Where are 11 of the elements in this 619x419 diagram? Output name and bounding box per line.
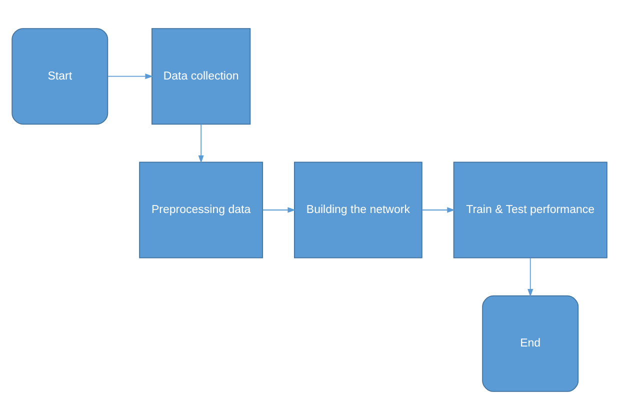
arrow xyxy=(198,123,204,163)
arrow xyxy=(528,256,534,296)
node-box: Building the network xyxy=(294,161,422,258)
node-box: Train & Test performance xyxy=(453,161,608,258)
node-box: Data collection xyxy=(152,28,251,124)
arrow xyxy=(422,206,456,212)
node-box: End xyxy=(482,294,579,392)
arrow xyxy=(108,73,154,79)
node-box: Preprocessing data xyxy=(139,161,264,258)
arrow xyxy=(262,206,296,212)
node-box: Start xyxy=(12,28,108,124)
